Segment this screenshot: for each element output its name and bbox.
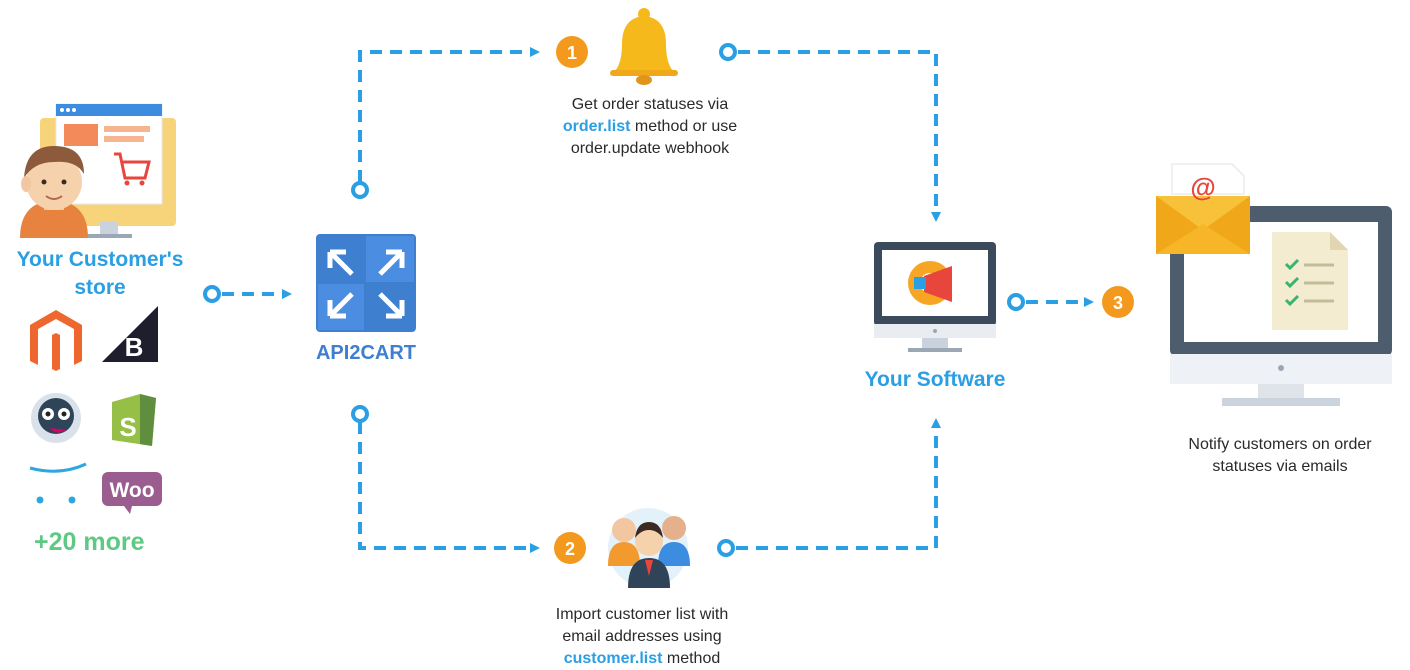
connector-api2cart-to-step2 bbox=[358, 422, 540, 553]
cart-icon bbox=[114, 152, 151, 180]
customers-group-icon bbox=[608, 508, 690, 588]
step-1-line2-rest: method or use bbox=[630, 118, 738, 135]
step-1-number: 1 bbox=[567, 43, 577, 63]
opencart-icon bbox=[29, 462, 87, 504]
email-monitor-illustration: @ bbox=[1156, 163, 1392, 406]
woocommerce-icon: Woo bbox=[102, 472, 162, 514]
megaphone-icon bbox=[924, 266, 952, 302]
svg-text:B: B bbox=[125, 332, 144, 362]
step-3-line2: statuses via emails bbox=[1212, 458, 1348, 475]
software-label: Your Software bbox=[864, 368, 1006, 391]
connector-step1-to-software bbox=[738, 50, 941, 222]
step-2-description: Import customer list with email addresse… bbox=[512, 604, 772, 670]
step-2-badge: 2 bbox=[554, 532, 586, 564]
at-symbol: @ bbox=[1190, 172, 1215, 202]
store-title-line2: store bbox=[74, 276, 126, 299]
step-3-number: 3 bbox=[1113, 293, 1123, 313]
store-title-line1: Your Customer's bbox=[16, 248, 184, 271]
shopify-icon: S bbox=[112, 394, 156, 446]
bell-icon bbox=[610, 8, 678, 85]
customer-avatar-icon bbox=[20, 146, 88, 238]
step-2-number: 2 bbox=[565, 539, 575, 559]
more-platforms-label: +20 more bbox=[34, 528, 145, 556]
step-2-line2: email addresses using bbox=[562, 628, 722, 645]
connector-api2cart-to-step1 bbox=[358, 47, 540, 182]
customer-list-method: customer.list bbox=[563, 650, 663, 667]
magento-icon bbox=[30, 310, 82, 371]
svg-text:S: S bbox=[119, 412, 136, 442]
bigcommerce-icon: B bbox=[102, 306, 158, 362]
email-envelope-icon: @ bbox=[1156, 163, 1250, 254]
connectors bbox=[222, 47, 1094, 553]
step-3-description: Notify customers on order statuses via e… bbox=[1150, 434, 1410, 478]
step-1-line1: Get order statuses via bbox=[571, 96, 729, 113]
order-list-method: order.list bbox=[562, 118, 631, 135]
step-2-line1: Import customer list with bbox=[555, 606, 729, 623]
step-3-line1: Notify customers on order bbox=[1188, 436, 1372, 453]
connector-endpoints bbox=[203, 43, 1025, 557]
step-2-line3-rest: method bbox=[662, 650, 721, 667]
woo-text: Woo bbox=[109, 479, 154, 502]
prestashop-icon bbox=[31, 393, 81, 443]
step-3-badge: 3 bbox=[1102, 286, 1134, 318]
software-monitor-illustration bbox=[874, 242, 996, 352]
api2cart-label: API2CART bbox=[315, 342, 416, 364]
document-checklist-icon bbox=[1272, 232, 1348, 330]
step-1-description: Get order statuses via order.list method… bbox=[520, 94, 780, 160]
step-1-badge: 1 bbox=[556, 36, 588, 68]
step-1-line3: order.update webhook bbox=[570, 140, 730, 157]
api2cart-logo bbox=[316, 234, 416, 332]
store-title: Your Customer's store bbox=[0, 246, 200, 302]
connector-step2-to-software bbox=[736, 418, 941, 550]
